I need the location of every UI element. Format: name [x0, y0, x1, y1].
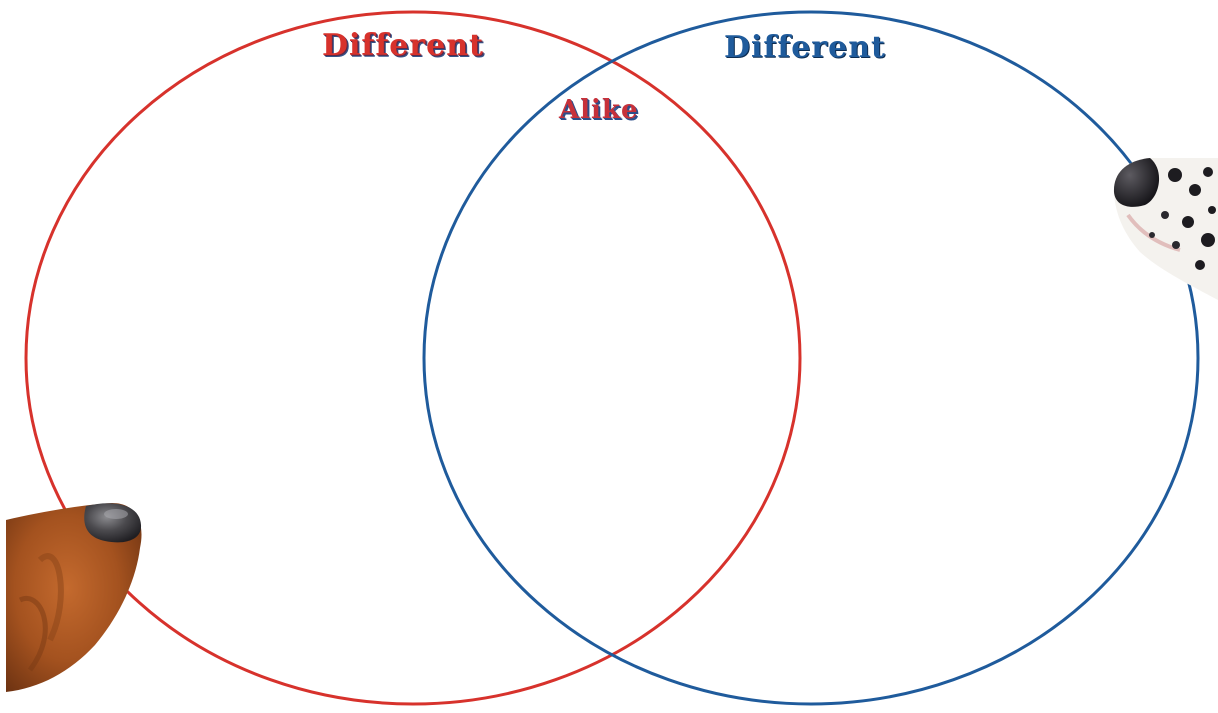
dalmatian-nose-image	[1114, 158, 1218, 300]
right-different-label: Different	[724, 30, 886, 65]
left-different-label: Different	[322, 28, 484, 63]
right-circle	[424, 12, 1198, 704]
left-circle	[26, 12, 800, 704]
brown-dog-nose-image	[6, 503, 142, 692]
alike-label: Alike	[559, 95, 638, 125]
